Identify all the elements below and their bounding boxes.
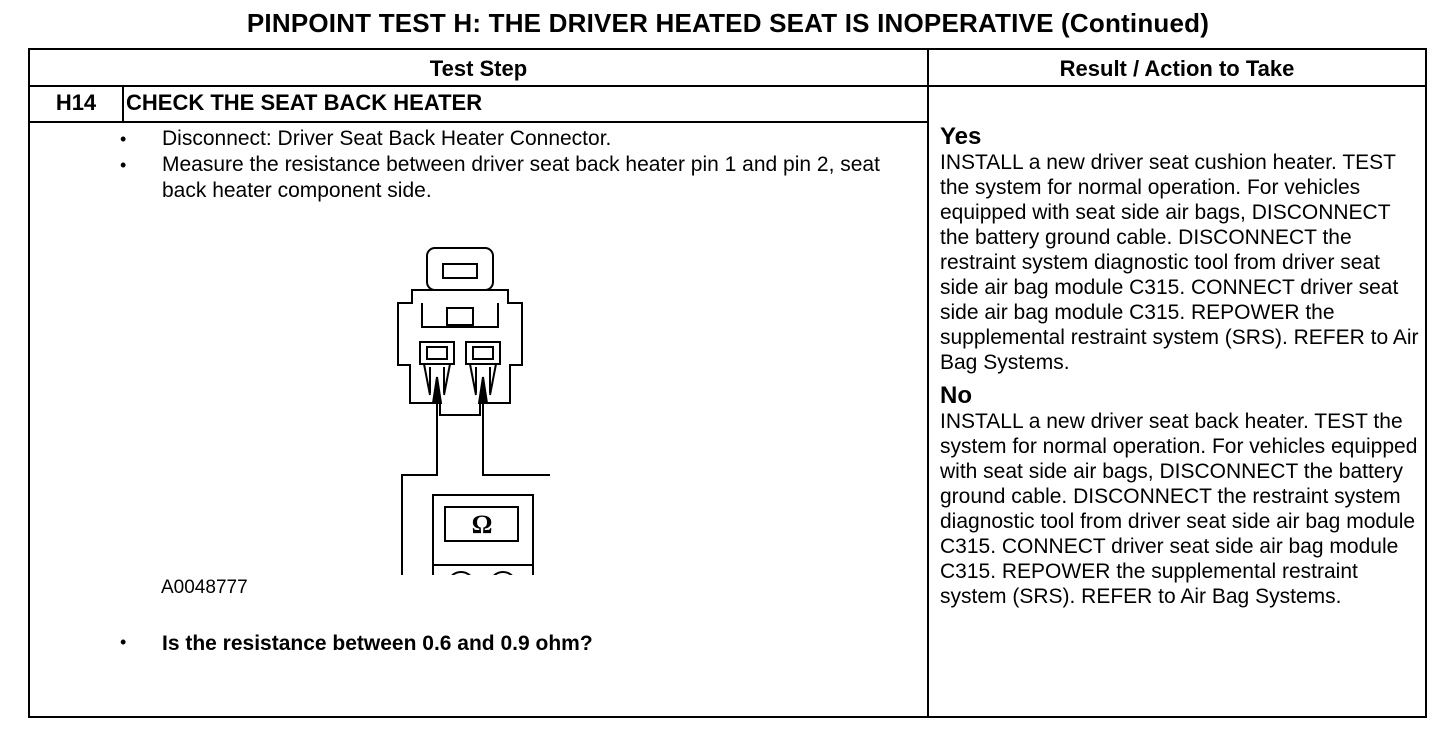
result-no-text: INSTALL a new driver seat back heater. T…: [940, 410, 1418, 608]
figure-id: A0048777: [161, 577, 248, 598]
step-title-divider: [30, 121, 927, 123]
meter-leads: [401, 403, 550, 575]
instruction-list: Disconnect: Driver Seat Back Heater Conn…: [120, 126, 890, 204]
header-divider: [30, 85, 1425, 87]
column-divider: [927, 50, 929, 716]
page-title: PINPOINT TEST H: THE DRIVER HEATED SEAT …: [246, 8, 1210, 38]
header-result-action: Result / Action to Take: [1059, 56, 1295, 81]
step-title: CHECK THE SEAT BACK HEATER: [126, 90, 483, 115]
step-id-divider: [122, 85, 124, 121]
ohmmeter-icon: Ω + −: [432, 494, 534, 575]
meter-symbol: Ω: [472, 510, 493, 539]
result-actions: Yes INSTALL a new driver seat cushion he…: [940, 124, 1424, 617]
step-id: H14: [55, 90, 97, 115]
result-no-label: No: [940, 382, 972, 409]
result-yes-label: Yes: [940, 123, 982, 150]
connector-meter-diagram: Ω + −: [397, 247, 550, 575]
result-yes-text: INSTALL a new driver seat cushion heater…: [940, 151, 1419, 374]
connector-icon: [397, 247, 523, 416]
list-item: Measure the resistance between driver se…: [120, 152, 890, 204]
question-item: Is the resistance between 0.6 and 0.9 oh…: [120, 632, 593, 656]
list-item: Disconnect: Driver Seat Back Heater Conn…: [120, 126, 890, 152]
header-test-step: Test Step: [429, 56, 528, 81]
pinpoint-test-table: Test Step Result / Action to Take H14 CH…: [28, 48, 1427, 718]
